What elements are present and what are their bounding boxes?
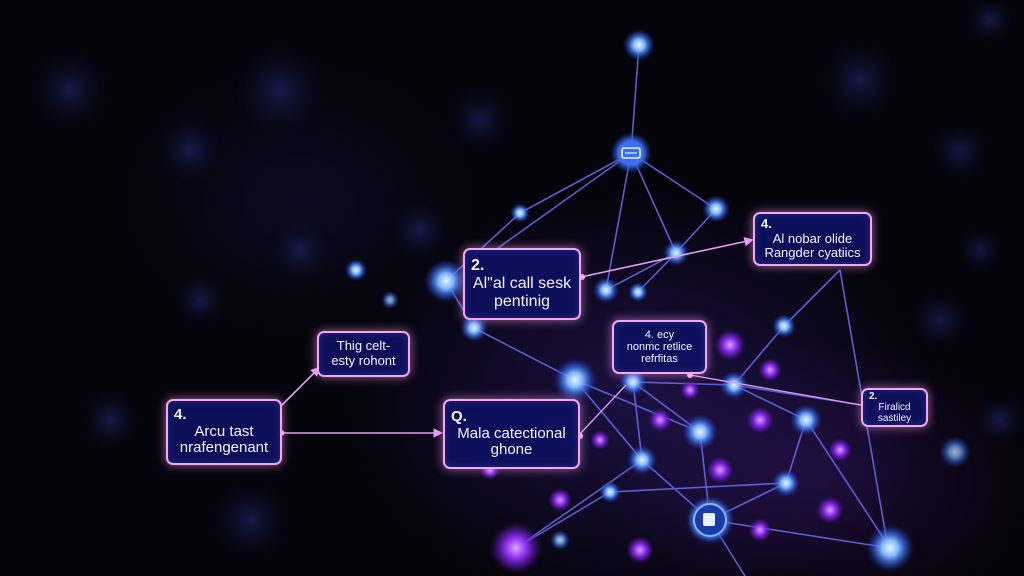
node-box-b-label: Thig celt- esty rohont [331,338,396,368]
node-box-g-label: Firalicd sastiley [877,401,912,425]
diagram-arrows [281,236,862,438]
node-box-b: Thig celt- esty rohont [317,331,410,377]
node-box-e: 4. Al nobar olide Rangder cyatiics [753,212,872,266]
node-box-d: Q. Mala catectional ghone [443,399,580,469]
node-box-c: 2. Alʺal call sesk pentinig [463,248,581,320]
node-box-c-number: 2. [471,257,485,275]
network-edges [445,44,891,576]
bottom-hub-node-icon [686,496,734,544]
node-box-e-number: 4. [761,216,772,232]
node-box-d-label: Mala catectional ghone [457,424,566,459]
node-box-a-label: Arcu tast nrafengenant [179,422,269,457]
arrow-a-to-b [281,366,321,406]
node-box-f-label: 4. ecy nonmc retlice refrfitas [626,328,693,366]
node-box-a-number: 4. [174,405,187,423]
arrow-c-to-e [580,236,754,278]
node-box-c-label: Alʺal call sesk pentinig [472,275,572,310]
blue-nodes [345,29,971,572]
purple-cluster [480,329,890,574]
node-box-g: 2. Firalicd sastiley [861,388,928,427]
background-bokeh [30,0,1024,560]
arrow-f-to-g [689,374,862,406]
node-box-e-label: Al nobar olide Rangder cyatiics [764,230,861,261]
node-box-g-number: 2. [869,390,878,402]
hub-node-icon [611,133,651,173]
node-box-d-number: Q. [451,407,467,425]
node-box-a: 4. Arcu tast nrafengenant [166,399,282,465]
arrow-d-to-f [577,384,627,437]
node-box-f: 4. ecy nonmc retlice refrfitas [612,320,707,374]
